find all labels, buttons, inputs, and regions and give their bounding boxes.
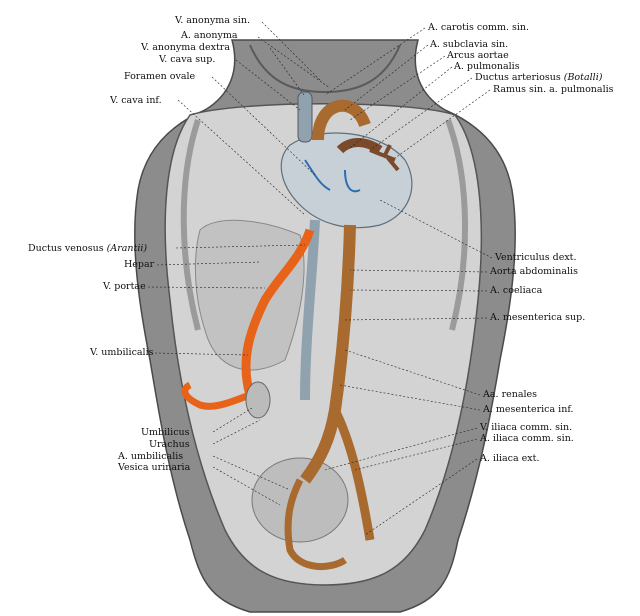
abdominal-aorta [300, 224, 356, 484]
superior-vena-cava [297, 91, 313, 143]
foramen-ovale-arrows [304, 159, 361, 193]
aortic-arch [312, 99, 371, 141]
label-a-iliaca-comm-sin: A. iliaca comm. sin. [480, 433, 574, 444]
label-a-carotis-comm-sin: A. carotis comm. sin. [428, 22, 530, 33]
leader-lines [147, 21, 493, 536]
label-a-umbilicalis: A. umbilicalis [118, 451, 184, 462]
label-ductus-venosus-author: (Arantii) [106, 243, 148, 254]
label-ductus-venosus-text: Ductus venosus [28, 243, 104, 254]
label-v-anonyma-dextra: V. anonyma dextra [141, 42, 231, 53]
label-a-mesenterica-inf: A. mesenterica inf. [483, 404, 574, 415]
label-v-iliaca-comm-sin: V. iliaca comm. sin. [480, 422, 573, 433]
label-v-portae: V. portae [103, 281, 146, 292]
label-arcus-aortae: Arcus aortae [447, 50, 509, 61]
label-a-pulmonalis: A. pulmonalis [454, 61, 520, 72]
label-a-mesenterica-sup: A. mesenterica sup. [490, 312, 586, 323]
label-v-anonyma-sin: V. anonyma sin. [175, 15, 250, 26]
label-foramen-ovale: Foramen ovale [124, 71, 196, 82]
label-ventriculus-dext: Ventriculus dext. [495, 252, 577, 263]
label-aorta-abdominalis: Aorta abdominalis [490, 266, 578, 277]
left-pulmonary-branch [369, 144, 400, 172]
label-umbilicus: Umbilicus [141, 427, 190, 438]
right-iliac-artery [330, 407, 375, 541]
liver-shape [194, 219, 305, 371]
label-v-umbilicalis: V. umbilicalis [90, 347, 154, 358]
right-rib-margin [445, 118, 469, 331]
label-v-cava-inf: V. cava inf. [110, 95, 162, 106]
label-vesica-urinaria: Vesica urinaria [118, 462, 191, 473]
urinary-bladder [251, 457, 349, 543]
label-ductus-arteriosus-author: (Botalli) [563, 72, 603, 83]
left-rib-margin [180, 119, 201, 331]
pulmonary-artery [336, 138, 383, 154]
label-urachus: Urachus [149, 439, 190, 450]
inferior-vena-cava [300, 219, 320, 401]
umbilical-cord [181, 381, 252, 410]
umbilical-arteries [284, 478, 347, 571]
label-a-coeliaca: A. coeliaca [490, 285, 543, 296]
label-ductus-arteriosus-text: Ductus arteriosus [475, 72, 561, 83]
label-a-subclavia-sin: A. subclavia sin. [430, 39, 509, 50]
label-ductus-venosus: Ductus venosus (Arantii) [28, 243, 147, 254]
label-ramus-sin-a-pulmonalis: Ramus sin. a. pulmonalis [493, 84, 614, 95]
label-a-anonyma: A. anonyma [181, 30, 238, 41]
label-v-cava-sup: V. cava sup. [159, 54, 216, 65]
label-hepar: Hepar [124, 259, 155, 270]
label-ductus-arteriosus: Ductus arteriosus (Botalli) [475, 72, 602, 83]
neck-shading [249, 44, 401, 94]
label-aa-renales: Aa. renales [483, 389, 538, 400]
label-a-iliaca-ext: A. iliaca ext. [480, 453, 540, 464]
umbilicus-ring [245, 381, 271, 419]
umbilical-vein [241, 228, 315, 397]
